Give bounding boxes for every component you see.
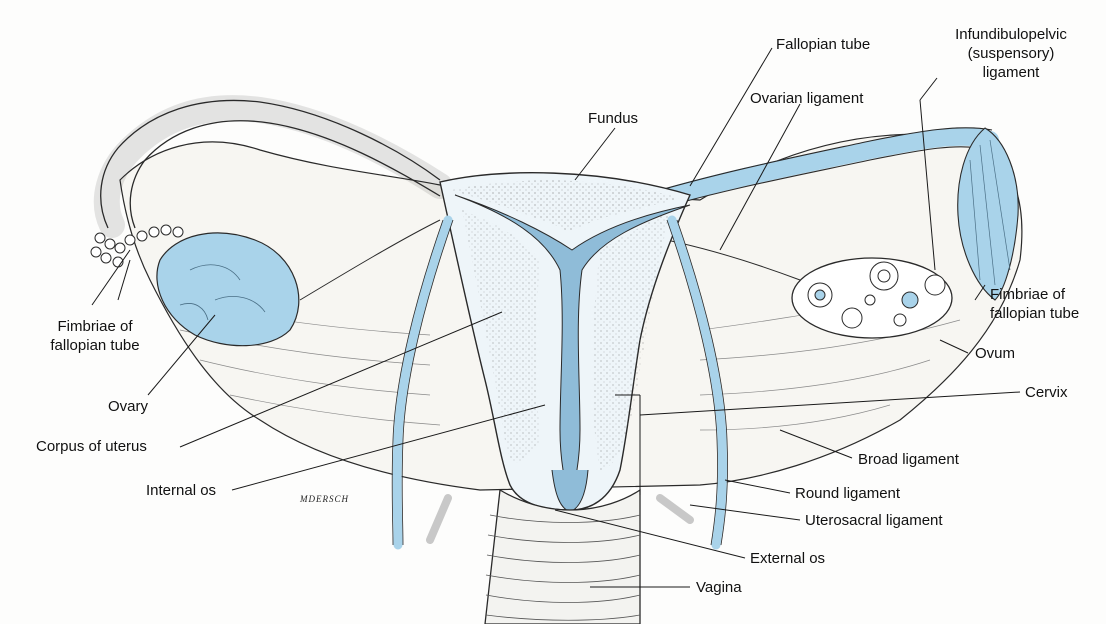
label-fimbriae-left-line1: Fimbriae of <box>20 318 170 335</box>
label-corpus-of-uterus: Corpus of uterus <box>36 438 147 455</box>
label-external-os: External os <box>750 550 825 567</box>
uterosacral-ligament-left <box>430 498 448 540</box>
label-ovum: Ovum <box>975 345 1015 362</box>
artist-signature: MDERSCH <box>300 494 349 504</box>
label-fimbriae-right-line1: Fimbriae of <box>990 286 1065 303</box>
label-fundus: Fundus <box>588 110 638 127</box>
uterosacral-ligament-right <box>660 498 690 520</box>
label-infundibulopelvic-line1: Infundibulopelvic <box>936 26 1086 43</box>
label-fimbriae-left-line2: fallopian tube <box>20 337 170 354</box>
label-infundibulopelvic-line3: ligament <box>936 64 1086 81</box>
label-fallopian-tube: Fallopian tube <box>776 36 870 53</box>
label-uterosacral-ligament: Uterosacral ligament <box>805 512 943 529</box>
label-cervix: Cervix <box>1025 384 1068 401</box>
label-fimbriae-right-line2: fallopian tube <box>990 305 1079 322</box>
label-round-ligament: Round ligament <box>795 485 900 502</box>
label-ovary: Ovary <box>108 398 148 415</box>
vagina <box>485 490 640 624</box>
label-vagina: Vagina <box>696 579 742 596</box>
label-infundibulopelvic-line2: (suspensory) <box>936 45 1086 62</box>
label-broad-ligament: Broad ligament <box>858 451 959 468</box>
label-internal-os: Internal os <box>146 482 216 499</box>
label-ovarian-ligament: Ovarian ligament <box>750 90 863 107</box>
